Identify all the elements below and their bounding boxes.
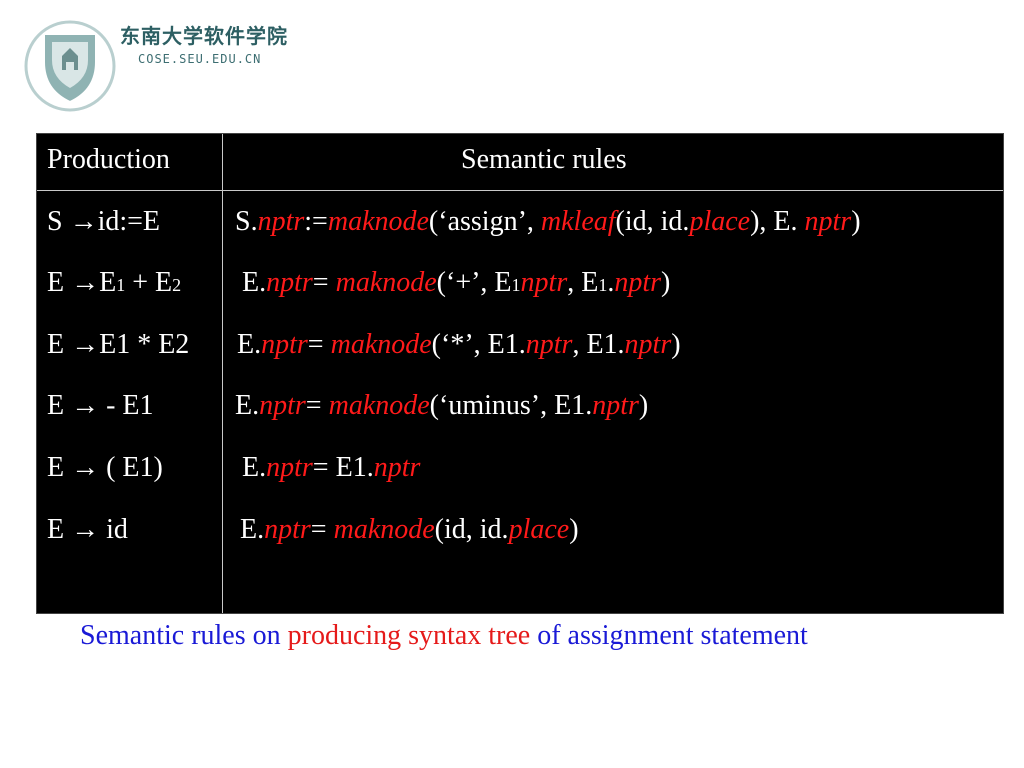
logo-url-text: COSE.SEU.EDU.CN — [138, 52, 262, 66]
semantic-rules-table: Production Semantic rules S →id:=E S.npt… — [36, 133, 1004, 614]
header-divider — [37, 190, 1003, 191]
semantic-rule-cell: E.nptr= maknode(‘*’, E1.nptr, E1.nptr) — [237, 329, 681, 360]
header-production: Production — [47, 144, 170, 175]
column-divider — [222, 134, 223, 613]
slide-caption: Semantic rules on producing syntax tree … — [80, 620, 808, 651]
university-seal-icon — [24, 20, 116, 112]
production-cell: E →E1 + E2 — [47, 267, 182, 298]
production-cell: E → - E1 — [47, 390, 154, 421]
semantic-rule-cell: E.nptr= maknode(‘uminus’, E1.nptr) — [235, 390, 649, 421]
production-cell: E → id — [47, 514, 128, 545]
semantic-rule-cell: E.nptr= E1.nptr — [242, 452, 421, 483]
logo-chinese-text: 东南大学软件学院 — [120, 24, 288, 48]
production-cell: E →E1 * E2 — [47, 329, 190, 360]
semantic-rule-cell: E.nptr= maknode(id, id.place) — [240, 514, 579, 545]
semantic-rule-cell: S.nptr:=maknode(‘assign’, mkleaf(id, id.… — [235, 206, 861, 237]
header-semantic-rules: Semantic rules — [461, 144, 627, 175]
production-cell: E → ( E1) — [47, 452, 163, 483]
semantic-rule-cell: E.nptr= maknode(‘+’, E1nptr, E1.nptr) — [242, 267, 671, 298]
production-cell: S →id:=E — [47, 206, 161, 237]
